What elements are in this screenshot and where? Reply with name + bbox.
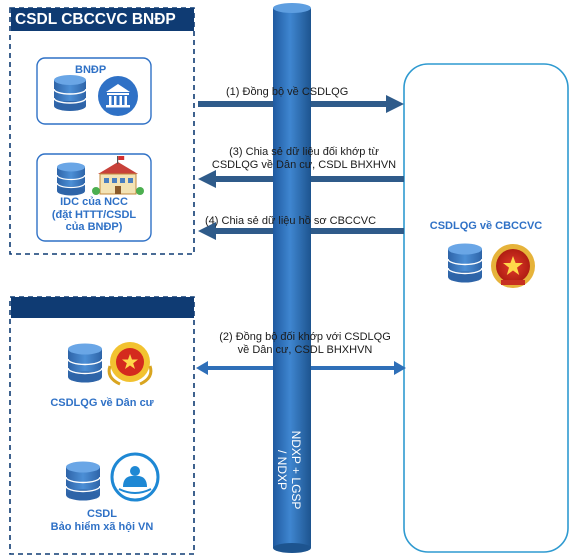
panel-top-title: CSDL CBCCVC BNĐP [11,8,194,31]
pipe-label-line1: NDXP + LGSP [289,431,303,510]
arrow-2-label-line2: về Dân cư, CSDL BHXHVN [237,343,373,356]
arrow-3-label-line2: CSDLQG về Dân cư, CSDL BHXHVN [211,158,397,171]
bhxh-label-line2: Bảo hiểm xã hội VN [50,520,154,533]
idc-label: IDC của NCC (đặt HTTT/CSDL của BNĐP) [40,196,148,234]
arrow-3-label: (3) Chia sẻ dữ liệu đối khớp từ CSDLQG v… [196,146,412,171]
bndp-label: BNĐP [75,64,107,76]
right-panel-label: CSDLQG về CBCCVC [429,220,543,232]
national-emblem-icon [491,244,535,288]
bndp-box [36,57,152,125]
database-icon [67,343,103,383]
pipe-label-line2: / NDXP [275,450,289,490]
idc-label-line1: IDC của NCC [60,196,128,208]
arrow-2-label-line1: (2) Đồng bộ đối khớp với CSDLQG [219,331,391,343]
government-building-icon [98,76,138,116]
right-panel-frame [403,63,569,553]
arrow-1-label: (1) Đồng bộ về CSDLQG [226,86,349,98]
idc-label-line2: (đặt HTTT/CSDL [51,208,137,221]
idc-box [36,153,152,242]
ndxp-pipe [273,3,311,553]
idc-label-line3: của BNĐP) [65,221,123,234]
arrow-3-label-line1: (3) Chia sẻ dữ liệu đối khớp từ [229,146,379,158]
arrow-4-label: (4) Chia sẻ dữ liệu hồ sơ CBCCVC [205,215,377,227]
database-icon [53,75,87,111]
school-building-icon [92,156,144,195]
arrow-2-label: (2) Đồng bộ đối khớp với CSDLQG về Dân c… [205,331,405,356]
police-badge-icon [107,342,153,386]
social-insurance-logo-icon [110,452,160,502]
database-icon [447,243,483,283]
database-icon [65,461,101,501]
bhxh-label-line1: CSDL [87,508,117,520]
database-icon [56,162,86,196]
bhxh-label: CSDL Bảo hiểm xã hội VN [16,508,188,533]
panel-bottom-title-bar [11,297,194,318]
dan-cu-label: CSDLQG về Dân cư [50,397,154,409]
